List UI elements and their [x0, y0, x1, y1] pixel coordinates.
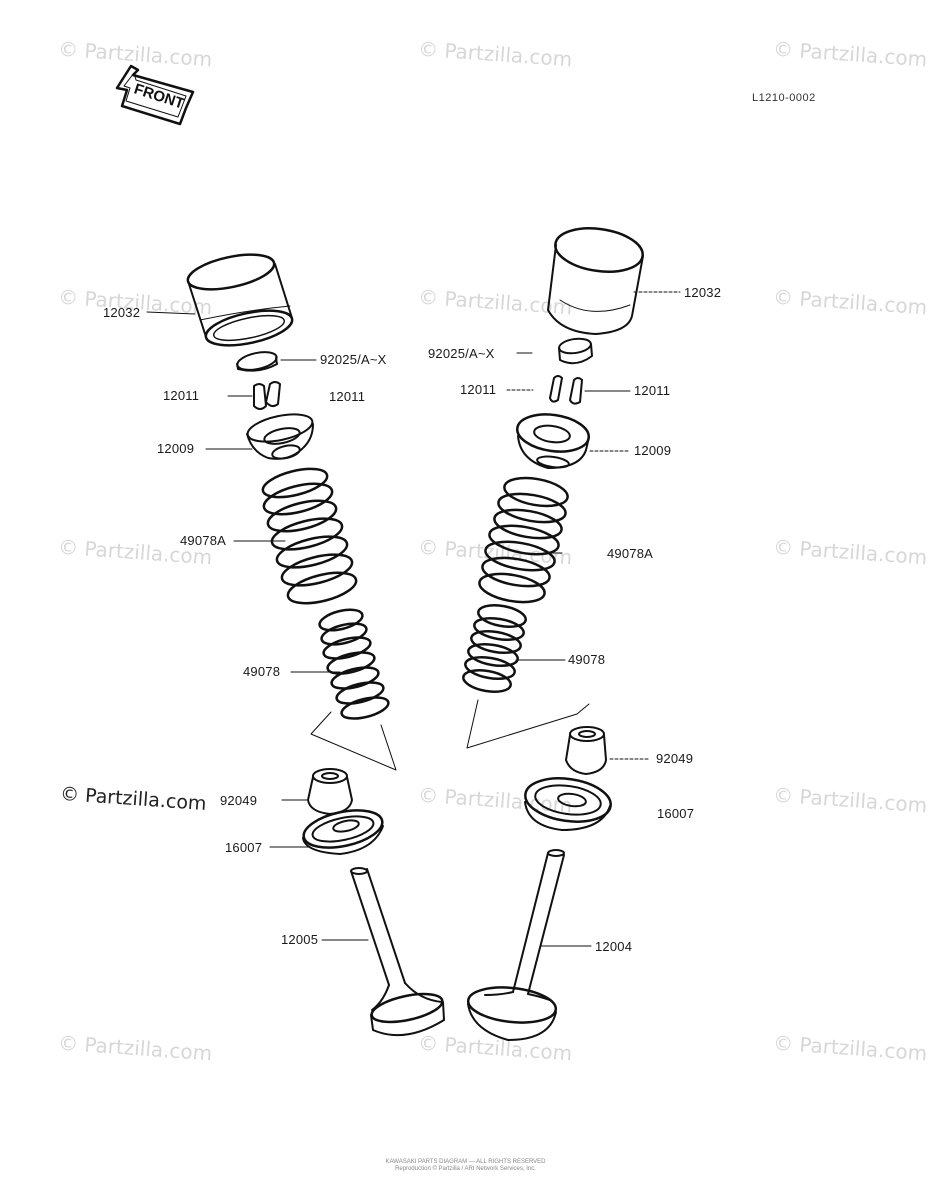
footer-line-1: KAWASAKI PARTS DIAGRAM — ALL RIGHTS RESE… — [385, 1159, 546, 1165]
right-shim — [558, 337, 593, 365]
right-bracket-line — [466, 699, 590, 749]
right-tappet — [547, 227, 644, 335]
right-spring-seat — [524, 777, 612, 831]
label-left-valve: 12005 — [281, 932, 319, 947]
diagram-code: L1210-0002 — [752, 92, 816, 104]
left-outer-spring — [261, 467, 358, 605]
label-left-outer-spring: 49078A — [180, 533, 227, 548]
label-right-shim: 92025/A~X — [428, 346, 495, 361]
label-right-keeper-a: 12011 — [460, 382, 497, 397]
label-right-tappet: 12032 — [684, 285, 722, 300]
front-arrow-icon: FRONT — [115, 64, 195, 126]
right-outer-spring — [478, 476, 569, 604]
label-left-tappet: 12032 — [103, 305, 141, 320]
right-retainer — [516, 413, 590, 469]
right-inner-spring — [462, 604, 527, 693]
front-arrow-label: FRONT — [132, 81, 186, 113]
label-left-keeper-a: 12011 — [163, 388, 200, 403]
label-right-seat: 92049 — [656, 751, 694, 766]
label-right-outer-spring: 49078A — [607, 546, 654, 561]
left-shim — [236, 351, 278, 372]
left-inner-spring — [318, 608, 390, 720]
left-retainer — [246, 413, 314, 460]
right-valve — [466, 849, 565, 1041]
footer-line-2: Reproduction © Partzilla / ARI Network S… — [395, 1166, 536, 1172]
leader-line — [146, 311, 196, 315]
label-left-seat: 92049 — [220, 793, 258, 808]
left-bracket-line — [310, 711, 397, 771]
label-left-spring-seat: 16007 — [225, 840, 263, 855]
left-tappet — [186, 253, 294, 347]
label-left-shim: 92025/A~X — [320, 352, 387, 367]
label-right-valve: 12004 — [595, 939, 633, 954]
left-keepers — [253, 381, 281, 410]
label-right-inner-spring: 49078 — [568, 652, 606, 667]
left-valve-seal — [307, 768, 353, 815]
label-right-keeper-b: 12011 — [634, 383, 671, 398]
left-valve — [350, 867, 445, 1037]
right-valve-seal — [565, 726, 607, 775]
label-left-inner-spring: 49078 — [243, 664, 281, 679]
left-spring-seat — [302, 809, 384, 855]
label-left-keeper-b: 12011 — [329, 389, 366, 404]
label-left-retainer: 12009 — [157, 441, 195, 456]
label-right-spring-seat: 16007 — [657, 806, 695, 821]
label-right-retainer: 12009 — [634, 443, 672, 458]
right-keepers — [549, 375, 583, 405]
